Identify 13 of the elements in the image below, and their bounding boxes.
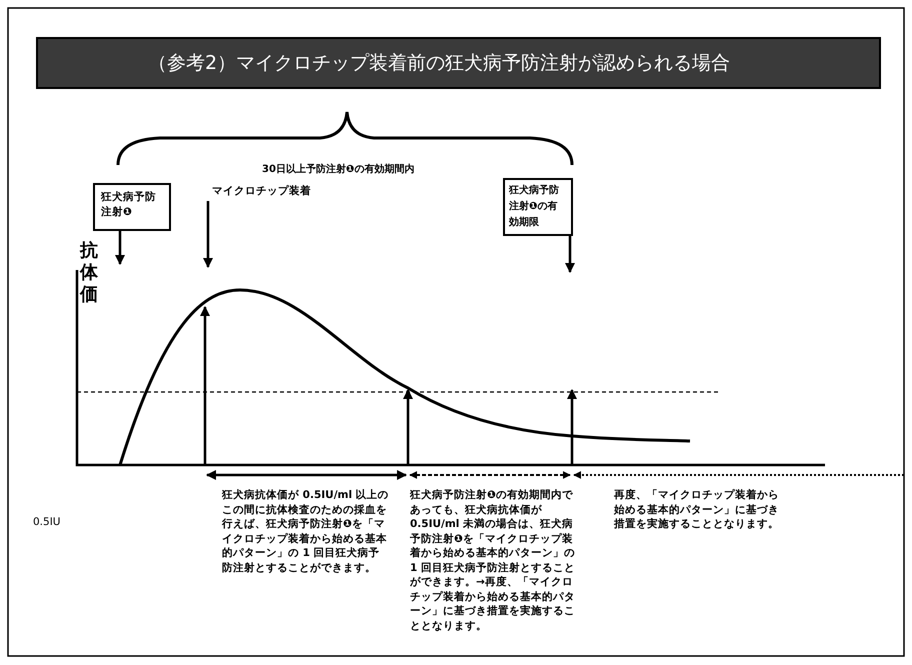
arrow: [565, 236, 575, 273]
annotation-text: 再度、「マイクロチップ装着から始める基本的パターン」に基づき措置を実施することとなります。: [614, 488, 780, 532]
annotation-text: 狂犬病予防注射❶の有効期間内であっても、狂犬病抗体価が 0.5IU/ml 未満の場合は、狂犬病予防注射❶を「マイクロチップ装着から始める基本的パターン」の 1 回目狂犬病予防注射とすることができます。→再度、「マイクロチップ装着から始める基本的パターン」に基づき措置を実施することとなります。: [410, 488, 576, 633]
brace-label: 30日以上予防注射❶の有効期間内: [262, 163, 416, 177]
step-label: マイクロチップ装着: [212, 184, 332, 200]
title-banner: （参考2）マイクロチップ装着前の狂犬病予防注射が認められる場合: [36, 37, 881, 89]
arrow: [115, 231, 125, 265]
axis-label: 抗体価: [80, 240, 99, 306]
threshold-label: 0.5IU: [33, 515, 62, 529]
annotation-text: 狂犬病抗体価が 0.5IU/ml 以上のこの間に抗体検査のための採血を行えば、狂犬病予防注射❶を「マイクロチップ装着から始める基本的パターン」の 1 回目狂犬病予防注射とすることができます。: [222, 488, 390, 575]
label-box: 狂犬病予防注射❶: [93, 183, 171, 231]
arrow: [203, 201, 213, 268]
label-box: 狂犬病予防注射❶の有効期限: [503, 178, 573, 236]
